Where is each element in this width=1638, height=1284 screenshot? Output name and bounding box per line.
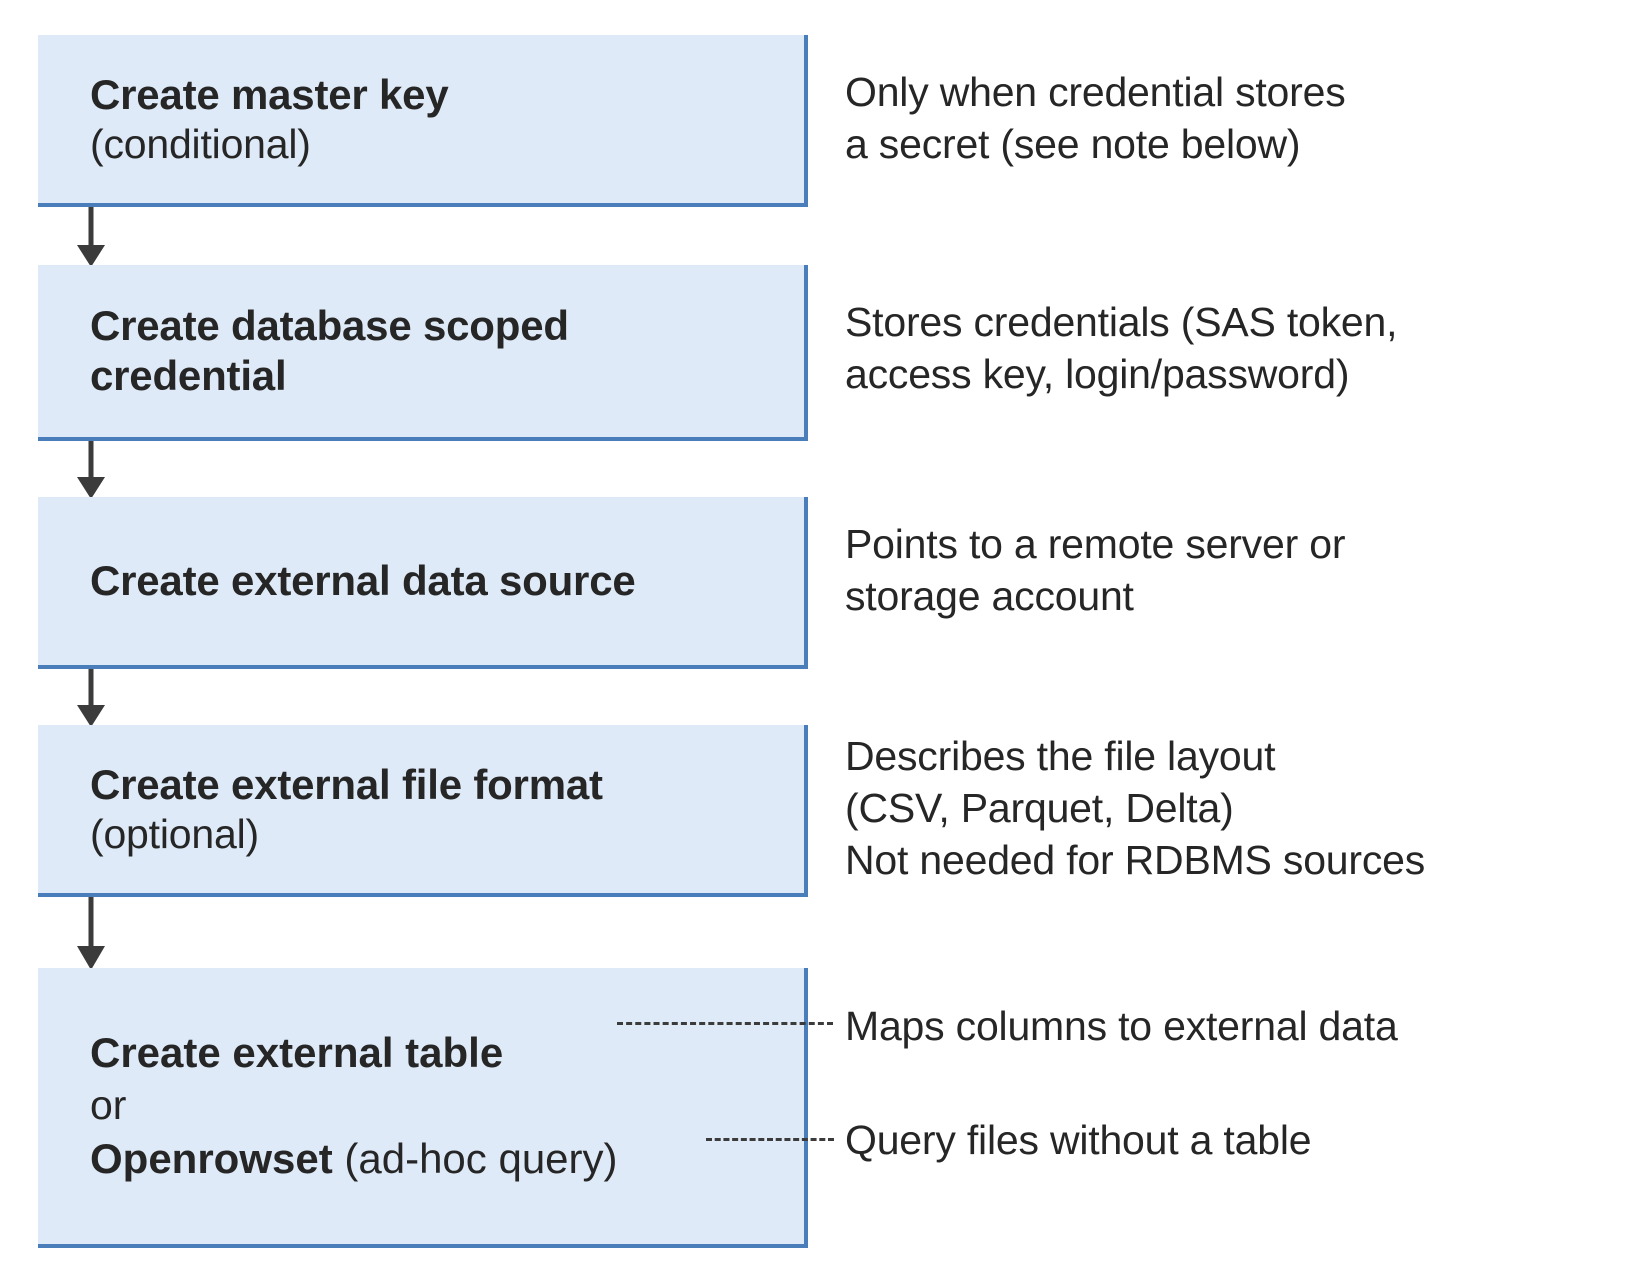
step-box-create-external-table-or-openrowset: Create external table or Openrowset (ad-… — [38, 968, 808, 1248]
step-title: Create database scoped credential — [90, 302, 569, 399]
step-title-row: Create external table — [38, 1027, 804, 1080]
step-box-create-external-file-format: Create external file format (optional) — [38, 725, 808, 897]
step-description-create-external-data-source: Points to a remote server or storage acc… — [845, 521, 1346, 620]
step-title: Create external data source — [90, 557, 636, 605]
step-box-create-master-key: Create master key (conditional) — [38, 35, 808, 207]
step-description-external-table: Maps columns to external data — [845, 1003, 1398, 1049]
step-alt-title: Openrowset — [90, 1134, 333, 1182]
step-description-create-database-scoped-credential: Stores credentials (SAS token, access ke… — [845, 299, 1398, 398]
or-separator-label: or — [90, 1082, 127, 1129]
arrow-down-icon-1 — [77, 207, 105, 267]
step-alt-suffix: (ad-hoc query) — [332, 1134, 618, 1182]
step-title: Create master key — [90, 71, 449, 119]
step-box-create-external-data-source: Create external data source — [38, 497, 808, 669]
step-title: Create external file format — [90, 761, 603, 809]
step-box-create-database-scoped-credential: Create database scoped credential — [38, 265, 808, 441]
step-description-openrowset: Query files without a table — [845, 1117, 1312, 1163]
step-alt-title-row: Openrowset (ad-hoc query) — [38, 1133, 804, 1186]
step-description-create-external-file-format: Describes the file layout (CSV, Parquet,… — [845, 733, 1426, 884]
step-subtitle: (conditional) — [90, 120, 311, 167]
dashed-connector-openrowset — [706, 1138, 834, 1141]
arrow-down-icon-4 — [77, 897, 105, 970]
arrow-down-icon-3 — [77, 669, 105, 727]
step-title: Create external table — [90, 1028, 504, 1076]
arrow-down-icon-2 — [77, 441, 105, 499]
dashed-connector-external-table — [617, 1022, 833, 1025]
step-description-create-master-key: Only when credential stores a secret (se… — [845, 69, 1346, 168]
step-subtitle: (optional) — [90, 810, 259, 857]
